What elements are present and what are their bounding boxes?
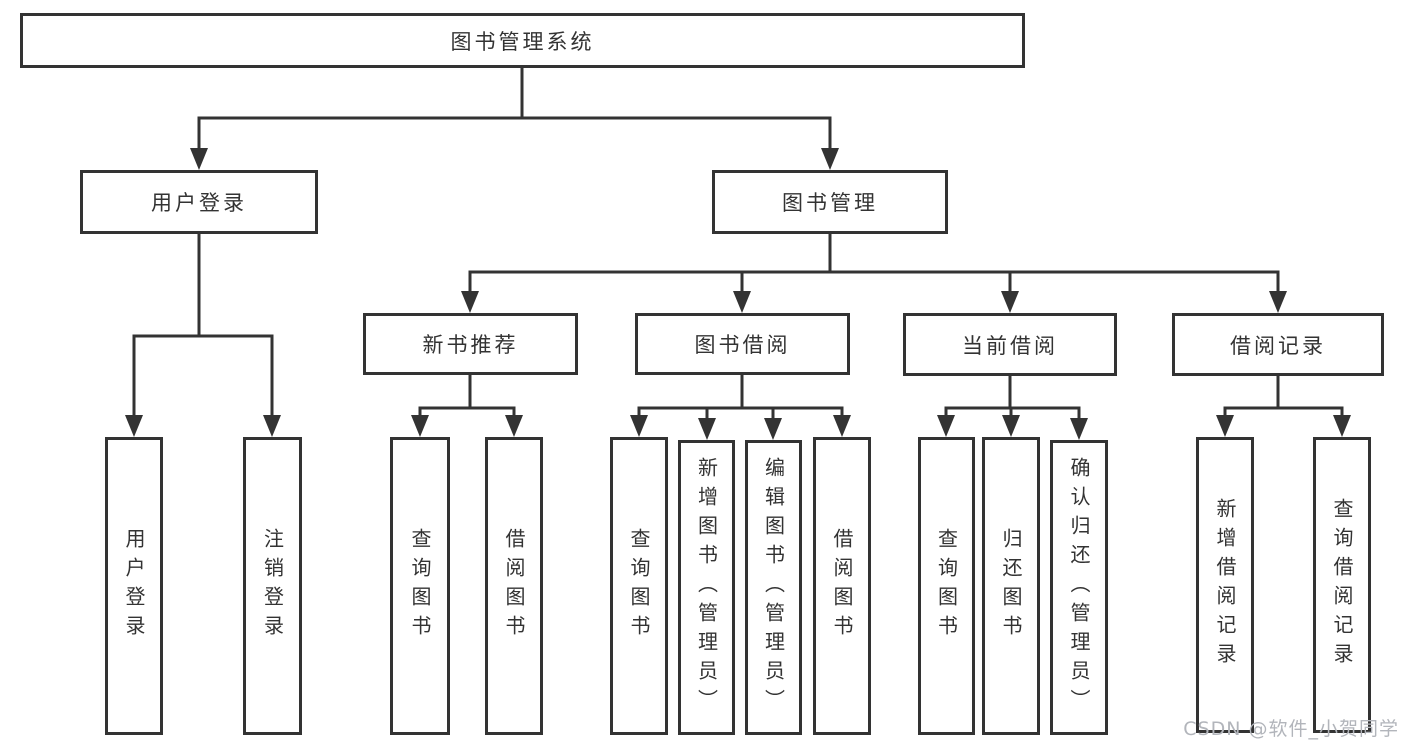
node-borrow-records-label: 借阅记录: [1230, 333, 1326, 358]
node-user-login: 用户登录: [80, 170, 318, 234]
node-current-borrow: 当前借阅: [903, 313, 1117, 376]
leaf-borrow-books-label: 借阅图书: [830, 528, 854, 644]
leaf-return-books-label: 归还图书: [999, 528, 1023, 644]
leaf-borrow-books-recommend-label: 借阅图书: [502, 528, 526, 644]
node-book-management-label: 图书管理: [782, 191, 878, 215]
leaf-edit-books-admin: 编辑图书（管理员）: [745, 440, 802, 735]
node-root-label: 图书管理系统: [450, 29, 595, 54]
leaf-query-books-borrow-label: 查询图书: [627, 528, 651, 644]
csdn-watermark: CSDN @软件_小贺同学: [1183, 718, 1399, 740]
leaf-edit-books-admin-label: 编辑图书（管理员）: [761, 457, 786, 718]
node-new-book-recommend: 新书推荐: [363, 313, 578, 375]
leaf-add-borrow-record-label: 新增借阅记录: [1213, 498, 1237, 672]
connector-book-borrow-branch: [630, 373, 851, 440]
leaf-query-books-current: 查询图书: [918, 437, 975, 735]
leaf-confirm-return-admin-label: 确认归还（管理员）: [1067, 457, 1091, 718]
node-book-borrow: 图书借阅: [635, 313, 850, 375]
node-book-management: 图书管理: [712, 170, 948, 234]
node-book-borrow-label: 图书借阅: [694, 333, 791, 357]
leaf-borrow-books: 借阅图书: [813, 437, 871, 735]
node-borrow-records: 借阅记录: [1172, 313, 1384, 376]
leaf-query-borrow-record: 查询借阅记录: [1313, 437, 1371, 733]
node-current-borrow-label: 当前借阅: [962, 333, 1058, 358]
node-new-book-recommend-label: 新书推荐: [422, 333, 519, 357]
node-root: 图书管理系统: [20, 13, 1025, 68]
node-user-login-label: 用户登录: [151, 191, 247, 215]
leaf-query-books-current-label: 查询图书: [934, 528, 959, 644]
connector-new-book-branch: [411, 373, 523, 437]
leaf-query-books-borrow: 查询图书: [610, 437, 668, 735]
leaf-query-books-recommend-label: 查询图书: [408, 528, 432, 644]
leaf-add-borrow-record: 新增借阅记录: [1196, 437, 1254, 733]
leaf-add-books-admin: 新增图书（管理员）: [678, 440, 735, 735]
leaf-add-books-admin-label: 新增图书（管理员）: [694, 457, 719, 718]
leaf-logout: 注销登录: [243, 437, 302, 735]
leaf-user-login: 用户登录: [105, 437, 163, 735]
leaf-return-books: 归还图书: [982, 437, 1040, 735]
leaf-borrow-books-recommend: 借阅图书: [485, 437, 543, 735]
connector-user-login-branch: [125, 232, 281, 437]
connector-root-to-level2: [190, 66, 839, 170]
leaf-user-login-label: 用户登录: [122, 528, 146, 644]
leaf-confirm-return-admin: 确认归还（管理员）: [1050, 440, 1108, 735]
leaf-query-borrow-record-label: 查询借阅记录: [1330, 498, 1354, 672]
connector-current-borrow-branch: [937, 374, 1088, 440]
leaf-query-books-recommend: 查询图书: [390, 437, 450, 735]
connector-borrow-records-branch: [1216, 374, 1351, 437]
leaf-logout-label: 注销登录: [260, 528, 285, 644]
connector-book-management-branch: [461, 232, 1287, 313]
